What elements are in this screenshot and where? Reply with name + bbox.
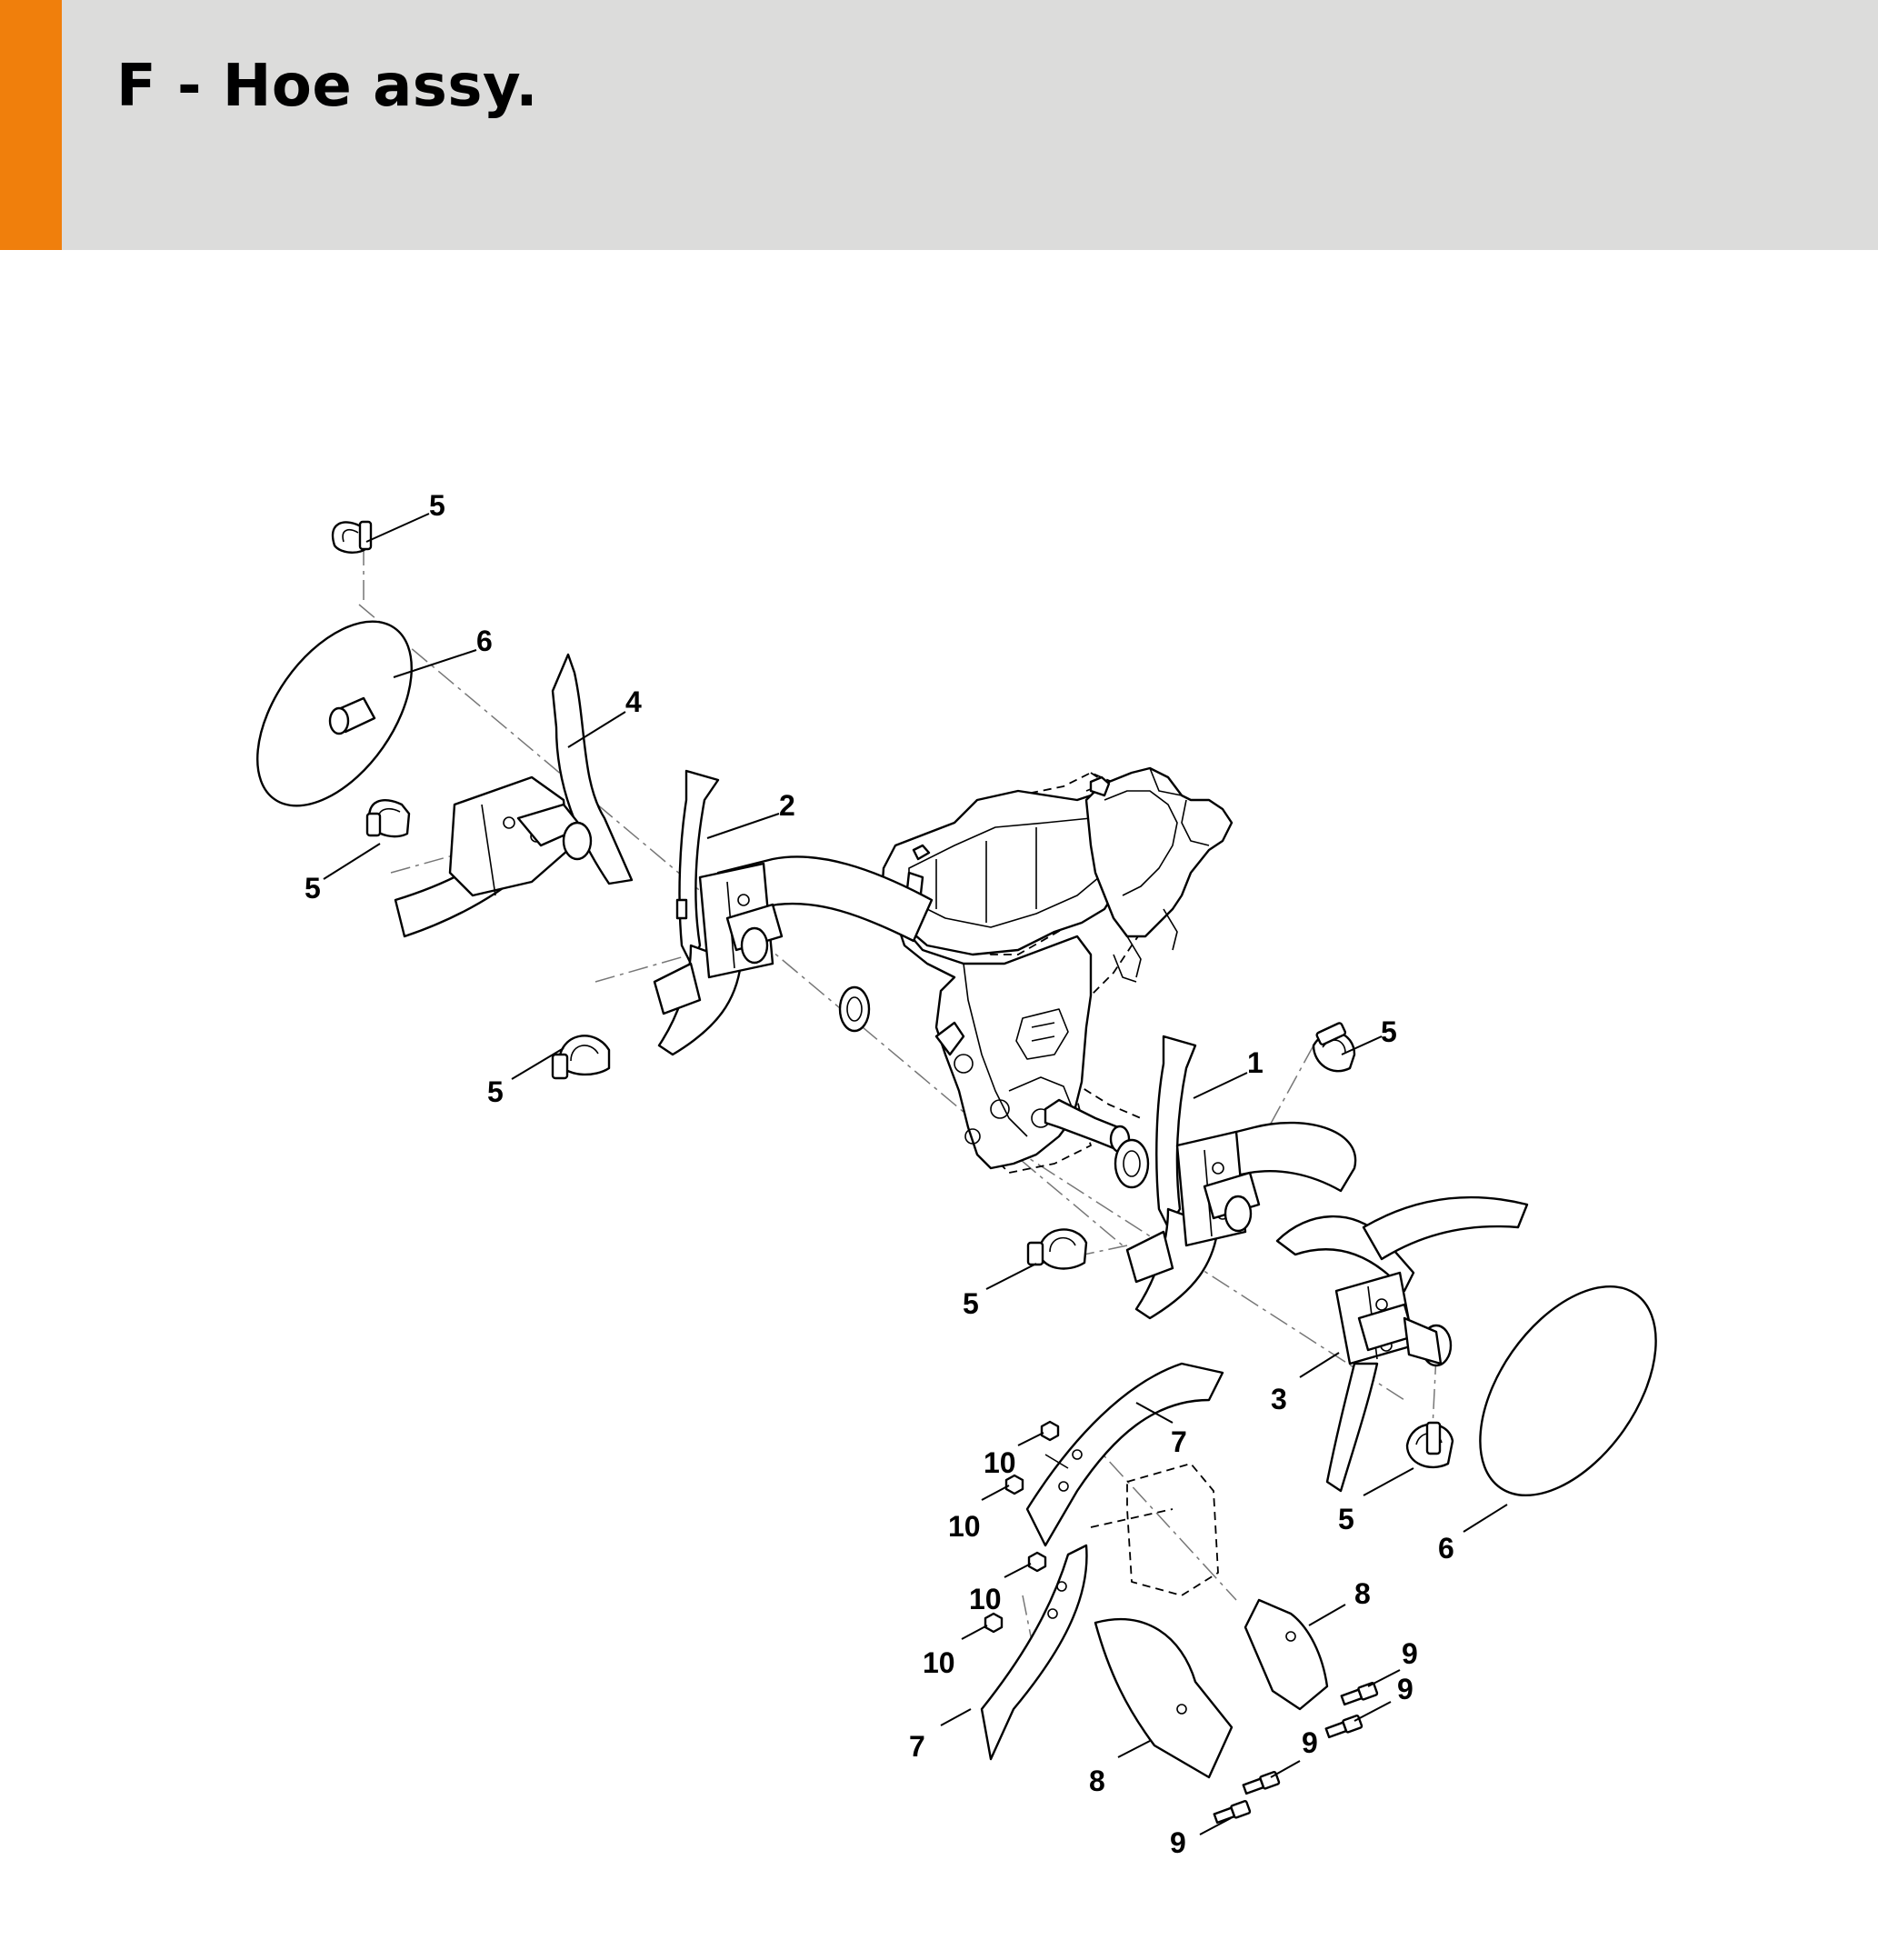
callout-10: 10 xyxy=(923,1646,955,1679)
callout-6: 6 xyxy=(1438,1532,1454,1565)
hoe-right-outer xyxy=(1275,1195,1529,1493)
callout-9: 9 xyxy=(1397,1673,1413,1705)
spring-clip-parts xyxy=(331,520,1454,1469)
callout-3: 3 xyxy=(1271,1383,1287,1415)
page-title: F - Hoe assy. xyxy=(116,53,539,120)
protection-disc-parts xyxy=(256,620,1657,1497)
callout-10: 10 xyxy=(984,1446,1016,1479)
callout-5: 5 xyxy=(1338,1503,1354,1535)
tiller-frame xyxy=(880,766,1234,1170)
callout-8: 8 xyxy=(1354,1577,1371,1610)
callout-5: 5 xyxy=(1381,1015,1397,1048)
callout-10: 10 xyxy=(948,1510,981,1543)
callout-9: 9 xyxy=(1170,1826,1186,1859)
callout-9: 9 xyxy=(1402,1637,1418,1670)
hoe-right-inner xyxy=(1125,1035,1357,1320)
callout-5: 5 xyxy=(487,1075,504,1108)
assembly-axis-lines xyxy=(358,545,1437,1665)
blade-parts xyxy=(980,1362,1329,1779)
callout-4: 4 xyxy=(625,685,642,718)
page-header: F - Hoe assy. xyxy=(0,0,1878,250)
hoe-left-outer xyxy=(394,653,634,938)
shaft-seals xyxy=(838,985,1150,1189)
hoe-left-inner xyxy=(653,769,934,1056)
callout-7: 7 xyxy=(1171,1425,1187,1458)
callout-10: 10 xyxy=(969,1583,1002,1615)
callout-6: 6 xyxy=(476,625,493,657)
callout-7: 7 xyxy=(909,1730,925,1763)
callout-9: 9 xyxy=(1302,1726,1318,1759)
callout-1: 1 xyxy=(1247,1046,1264,1079)
header-accent-bar xyxy=(0,0,62,250)
callouts: 5 6 4 2 5 5 5 1 5 3 5 6 7 10 10 10 10 xyxy=(305,489,1508,1859)
callout-5: 5 xyxy=(963,1287,979,1320)
fastener-parts xyxy=(984,1420,1379,1825)
callout-5: 5 xyxy=(305,872,321,905)
callout-8: 8 xyxy=(1089,1765,1105,1797)
callout-5: 5 xyxy=(429,489,445,522)
callout-2: 2 xyxy=(779,789,795,822)
